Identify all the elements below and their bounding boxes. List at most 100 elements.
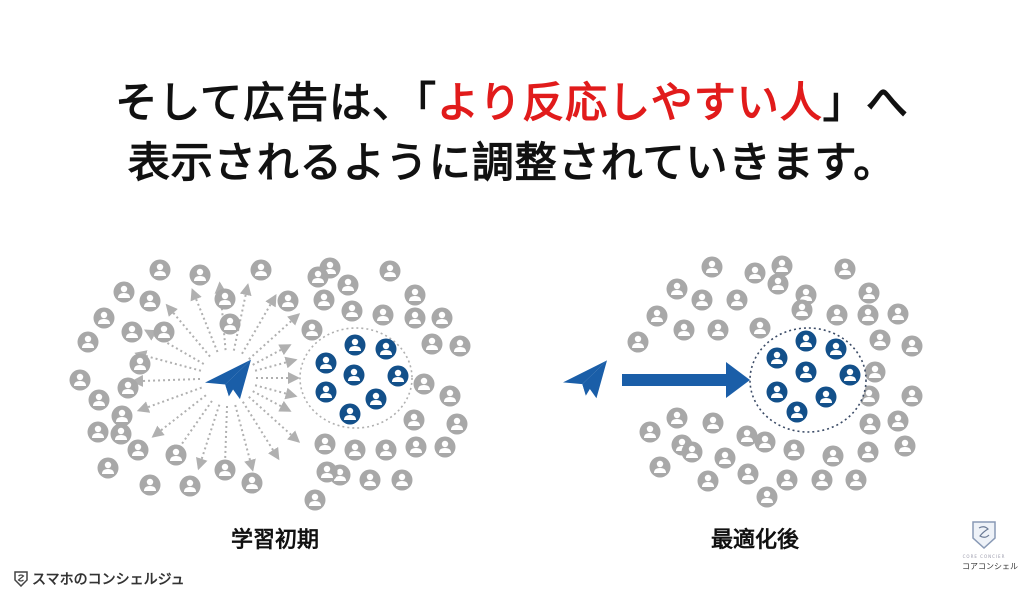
gray-person-icon — [858, 282, 880, 304]
gray-person-icon — [139, 474, 161, 496]
gray-person-icon — [113, 281, 135, 303]
shield-logo-icon — [14, 571, 28, 587]
gray-person-icon — [379, 260, 401, 282]
gray-person-icon — [771, 255, 793, 277]
gray-person-icon — [165, 444, 187, 466]
gray-person-icon — [864, 361, 886, 383]
gray-person-icon — [887, 303, 909, 325]
gray-person-icon — [446, 413, 468, 435]
gray-person-icon — [736, 425, 758, 447]
gray-person-icon — [93, 307, 115, 329]
gray-person-icon — [121, 321, 143, 343]
right-arrow-icon — [622, 362, 750, 398]
gray-person-icon — [857, 441, 879, 463]
blue-person-icon — [766, 347, 788, 369]
gray-person-icon — [646, 305, 668, 327]
gray-person-icon — [149, 259, 171, 281]
gray-person-icon — [313, 289, 335, 311]
gray-person-icon — [702, 412, 724, 434]
gray-person-icon — [404, 284, 426, 306]
gray-person-icon — [754, 431, 776, 453]
gray-person-icon — [214, 288, 236, 310]
gray-person-icon — [791, 299, 813, 321]
gray-person-icon — [701, 256, 723, 278]
gray-person-icon — [691, 289, 713, 311]
gray-person-icon — [375, 439, 397, 461]
footer-right-text: コアコンシェル — [962, 562, 1018, 571]
gray-person-icon — [783, 439, 805, 461]
gray-person-icon — [344, 439, 366, 461]
gray-person-icon — [250, 259, 272, 281]
gray-person-icon — [767, 273, 789, 295]
gray-person-icon — [697, 470, 719, 492]
gray-person-icon — [127, 439, 149, 461]
slide-title-line2: 表示されるように調整されていきます。 — [127, 138, 897, 187]
paper-plane-icon — [563, 360, 607, 399]
gray-person-icon — [649, 456, 671, 478]
blue-person-icon — [815, 386, 837, 408]
gray-person-icon — [214, 459, 236, 481]
gray-person-icon — [744, 262, 766, 284]
blue-person-icon — [375, 338, 397, 360]
optimized-diagram — [563, 255, 923, 508]
gray-person-icon — [714, 447, 736, 469]
blue-person-icon — [786, 401, 808, 423]
gray-person-icon — [857, 304, 879, 326]
gray-person-icon — [117, 377, 139, 399]
blue-person-icon — [795, 330, 817, 352]
gray-person-icon — [97, 457, 119, 479]
blue-person-icon — [315, 381, 337, 403]
paper-plane-icon — [205, 359, 251, 400]
gray-person-icon — [219, 313, 241, 335]
footer-left-text: スマホのコンシェルジュ — [32, 572, 185, 588]
footer-logo-core-concier: CORE CONCIER コアコンシェル — [962, 520, 1018, 572]
gray-person-icon — [776, 469, 798, 491]
gray-person-icon — [88, 389, 110, 411]
footer-right-subtext: CORE CONCIER — [962, 554, 1006, 559]
gray-person-icon — [756, 486, 778, 508]
gray-person-icon — [69, 369, 91, 391]
early-learning-diagram — [69, 257, 471, 511]
gray-person-icon — [413, 373, 435, 395]
gray-person-icon — [845, 469, 867, 491]
optimized-label: 最適化後 — [710, 528, 799, 553]
gray-person-icon — [901, 385, 923, 407]
gray-person-icon — [129, 353, 151, 375]
gray-person-icon — [391, 469, 413, 491]
blue-person-icon — [387, 365, 409, 387]
gray-person-icon — [314, 433, 336, 455]
gray-person-icon — [901, 335, 923, 357]
gray-person-icon — [811, 469, 833, 491]
gray-person-icon — [749, 317, 771, 339]
gray-person-icon — [826, 304, 848, 326]
blue-person-icon — [825, 338, 847, 360]
gray-person-icon — [241, 472, 263, 494]
shield-emblem-icon — [972, 521, 996, 550]
gray-person-icon — [707, 319, 729, 341]
title-text-after: 」へ — [822, 78, 909, 127]
gray-person-icon — [110, 423, 132, 445]
title-text-before: そして広告は、「 — [115, 78, 437, 127]
gray-person-icon — [189, 264, 211, 286]
gray-person-icon — [666, 407, 688, 429]
blue-person-icon — [795, 361, 817, 383]
blue-person-icon — [766, 381, 788, 403]
gray-person-icon — [139, 290, 161, 312]
gray-person-icon — [859, 413, 881, 435]
gray-person-icon — [403, 409, 425, 431]
gray-person-icon — [341, 300, 363, 322]
blue-person-icon — [339, 403, 361, 425]
gray-person-icon — [726, 289, 748, 311]
gray-person-icon — [405, 436, 427, 458]
gray-person-icon — [887, 410, 909, 432]
gray-person-icon — [673, 319, 695, 341]
gray-person-icon — [449, 335, 471, 357]
gray-person-icon — [894, 435, 916, 457]
blue-person-icon — [839, 364, 861, 386]
blue-person-icon — [344, 334, 366, 356]
blue-person-icon — [365, 388, 387, 410]
gray-person-icon — [737, 463, 759, 485]
gray-person-icon — [434, 436, 456, 458]
footer-logo-smartphone-concierge: スマホのコンシェルジュ — [14, 569, 185, 589]
